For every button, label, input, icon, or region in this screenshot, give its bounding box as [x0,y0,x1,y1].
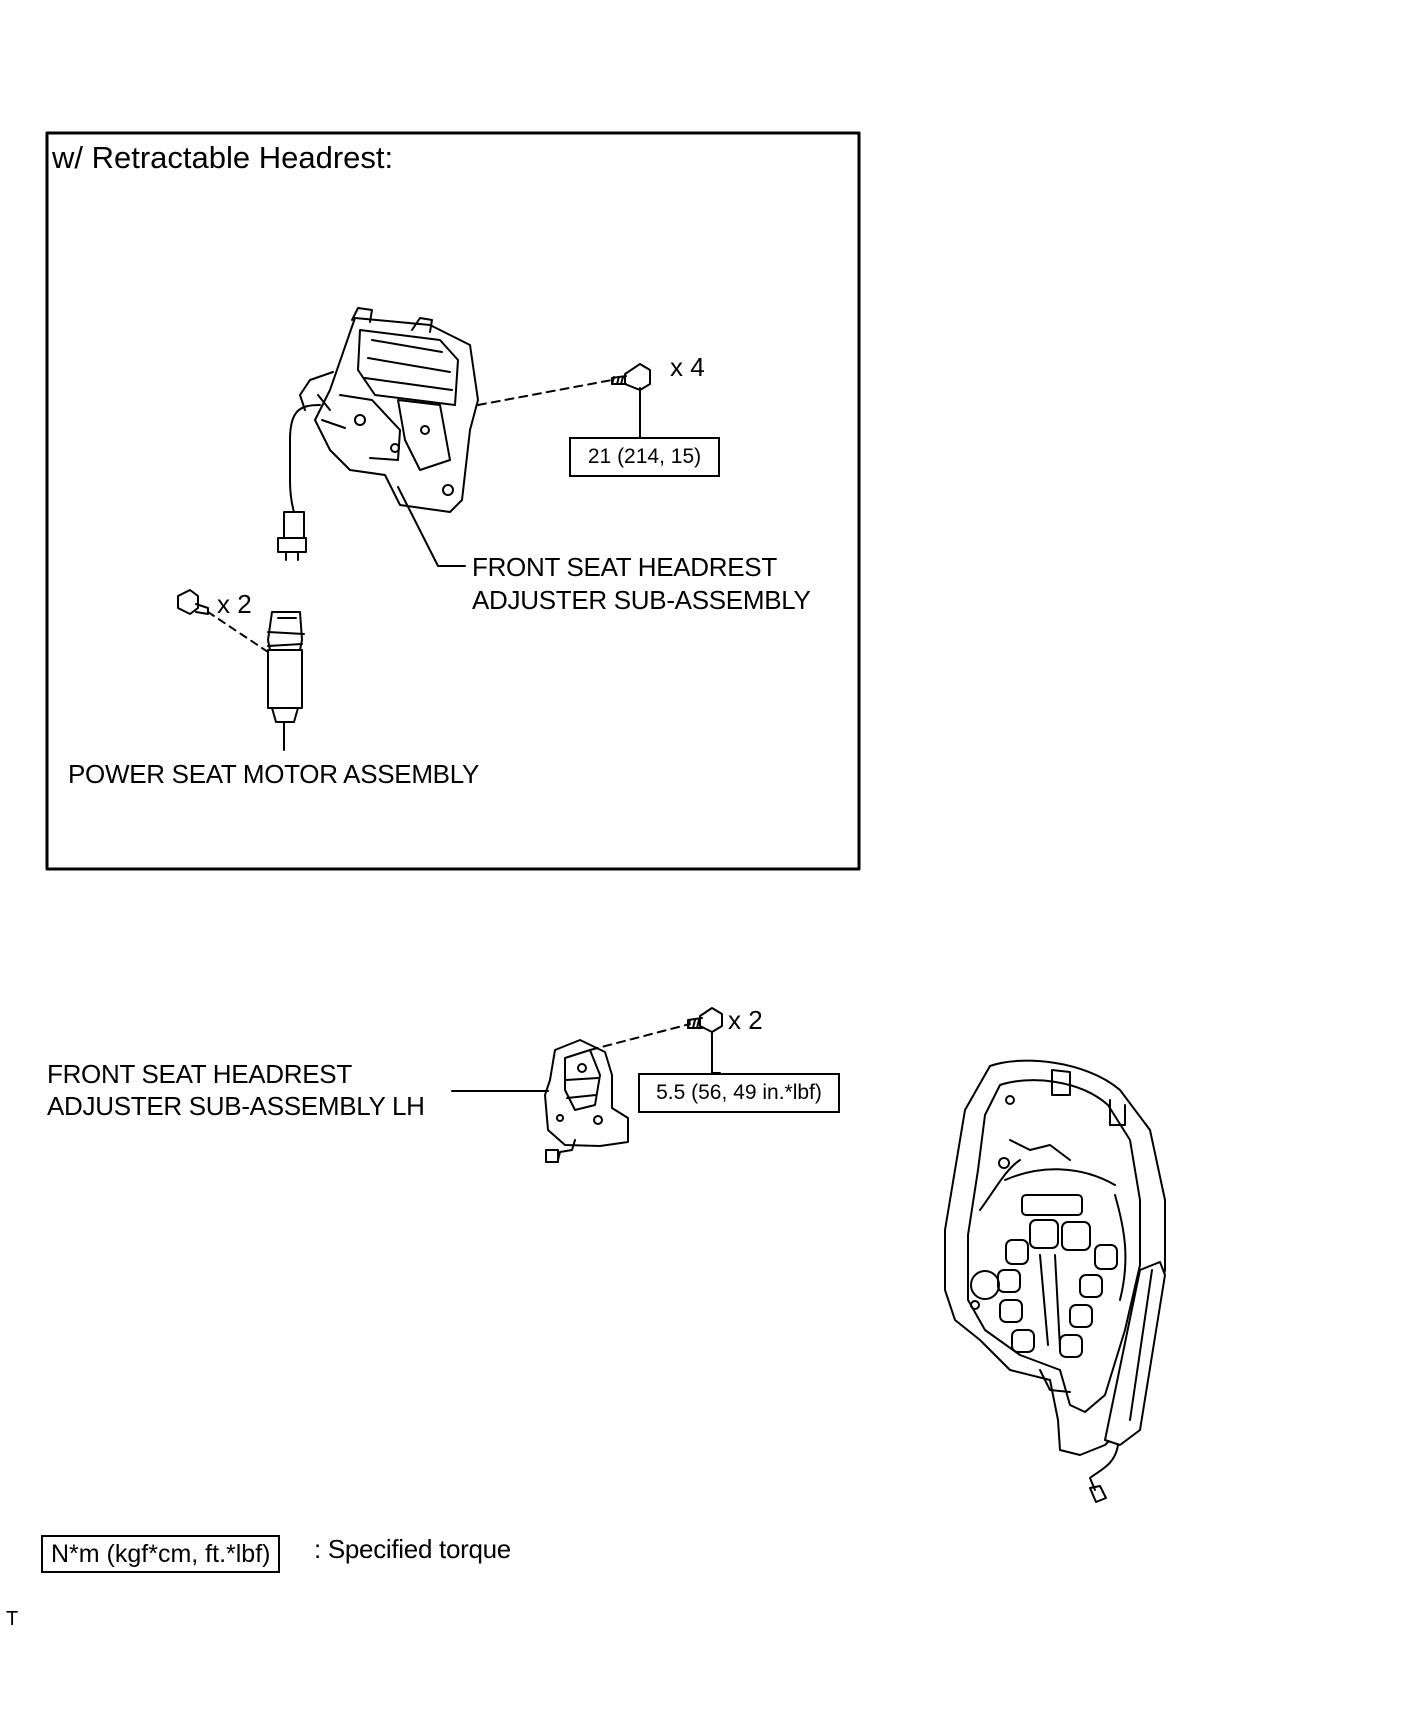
adjuster-torque-spec: 21 (214, 15) [569,437,720,477]
torque-unit-legend-box: N*m (kgf*cm, ft.*lbf) [41,1535,281,1573]
power-seat-motor-label: POWER SEAT MOTOR ASSEMBLY [68,759,480,789]
adjuster-lh-bolt-qty: x 2 [728,1005,763,1035]
adjuster-label-line1: FRONT SEAT HEADREST [472,552,777,582]
adjuster-lh-label-line1: FRONT SEAT HEADREST [47,1059,352,1089]
adjuster-bolt-dashline [477,379,613,406]
adjuster-bolt-qty: x 4 [670,352,705,382]
footer-mark: T [6,1608,18,1630]
adjuster-lh-torque-leader [711,1031,721,1074]
headrest-adjuster-illustration [277,307,479,561]
adjuster-cable [289,404,321,513]
seatback-frame-illustration [944,1059,1166,1503]
headrest-adjuster-lh-illustration [544,1039,629,1163]
motor-bolt-illustration [177,589,209,615]
adjuster-lh-bolt-illustration [687,1007,723,1033]
adjuster-label-line2: ADJUSTER SUB-ASSEMBLY [472,585,811,615]
torque-legend-description: : Specified torque [314,1534,511,1564]
power-seat-motor-illustration [267,611,305,751]
motor-bolt-qty: x 2 [217,589,252,619]
adjuster-lh-bolt-dashline [589,1023,691,1051]
motor-bolt-dashline [207,611,269,653]
adjuster-lh-label-line2: ADJUSTER SUB-ASSEMBLY LH [47,1091,425,1121]
inset-frame [45,131,861,871]
adjuster-connector [283,511,305,539]
adjuster-lh-torque-spec: 5.5 (56, 49 in.*lbf) [638,1073,840,1113]
inset-title: w/ Retractable Headrest: [52,140,394,175]
adjuster-label-leader [397,486,466,567]
adjuster-bolt-illustration [611,363,651,391]
